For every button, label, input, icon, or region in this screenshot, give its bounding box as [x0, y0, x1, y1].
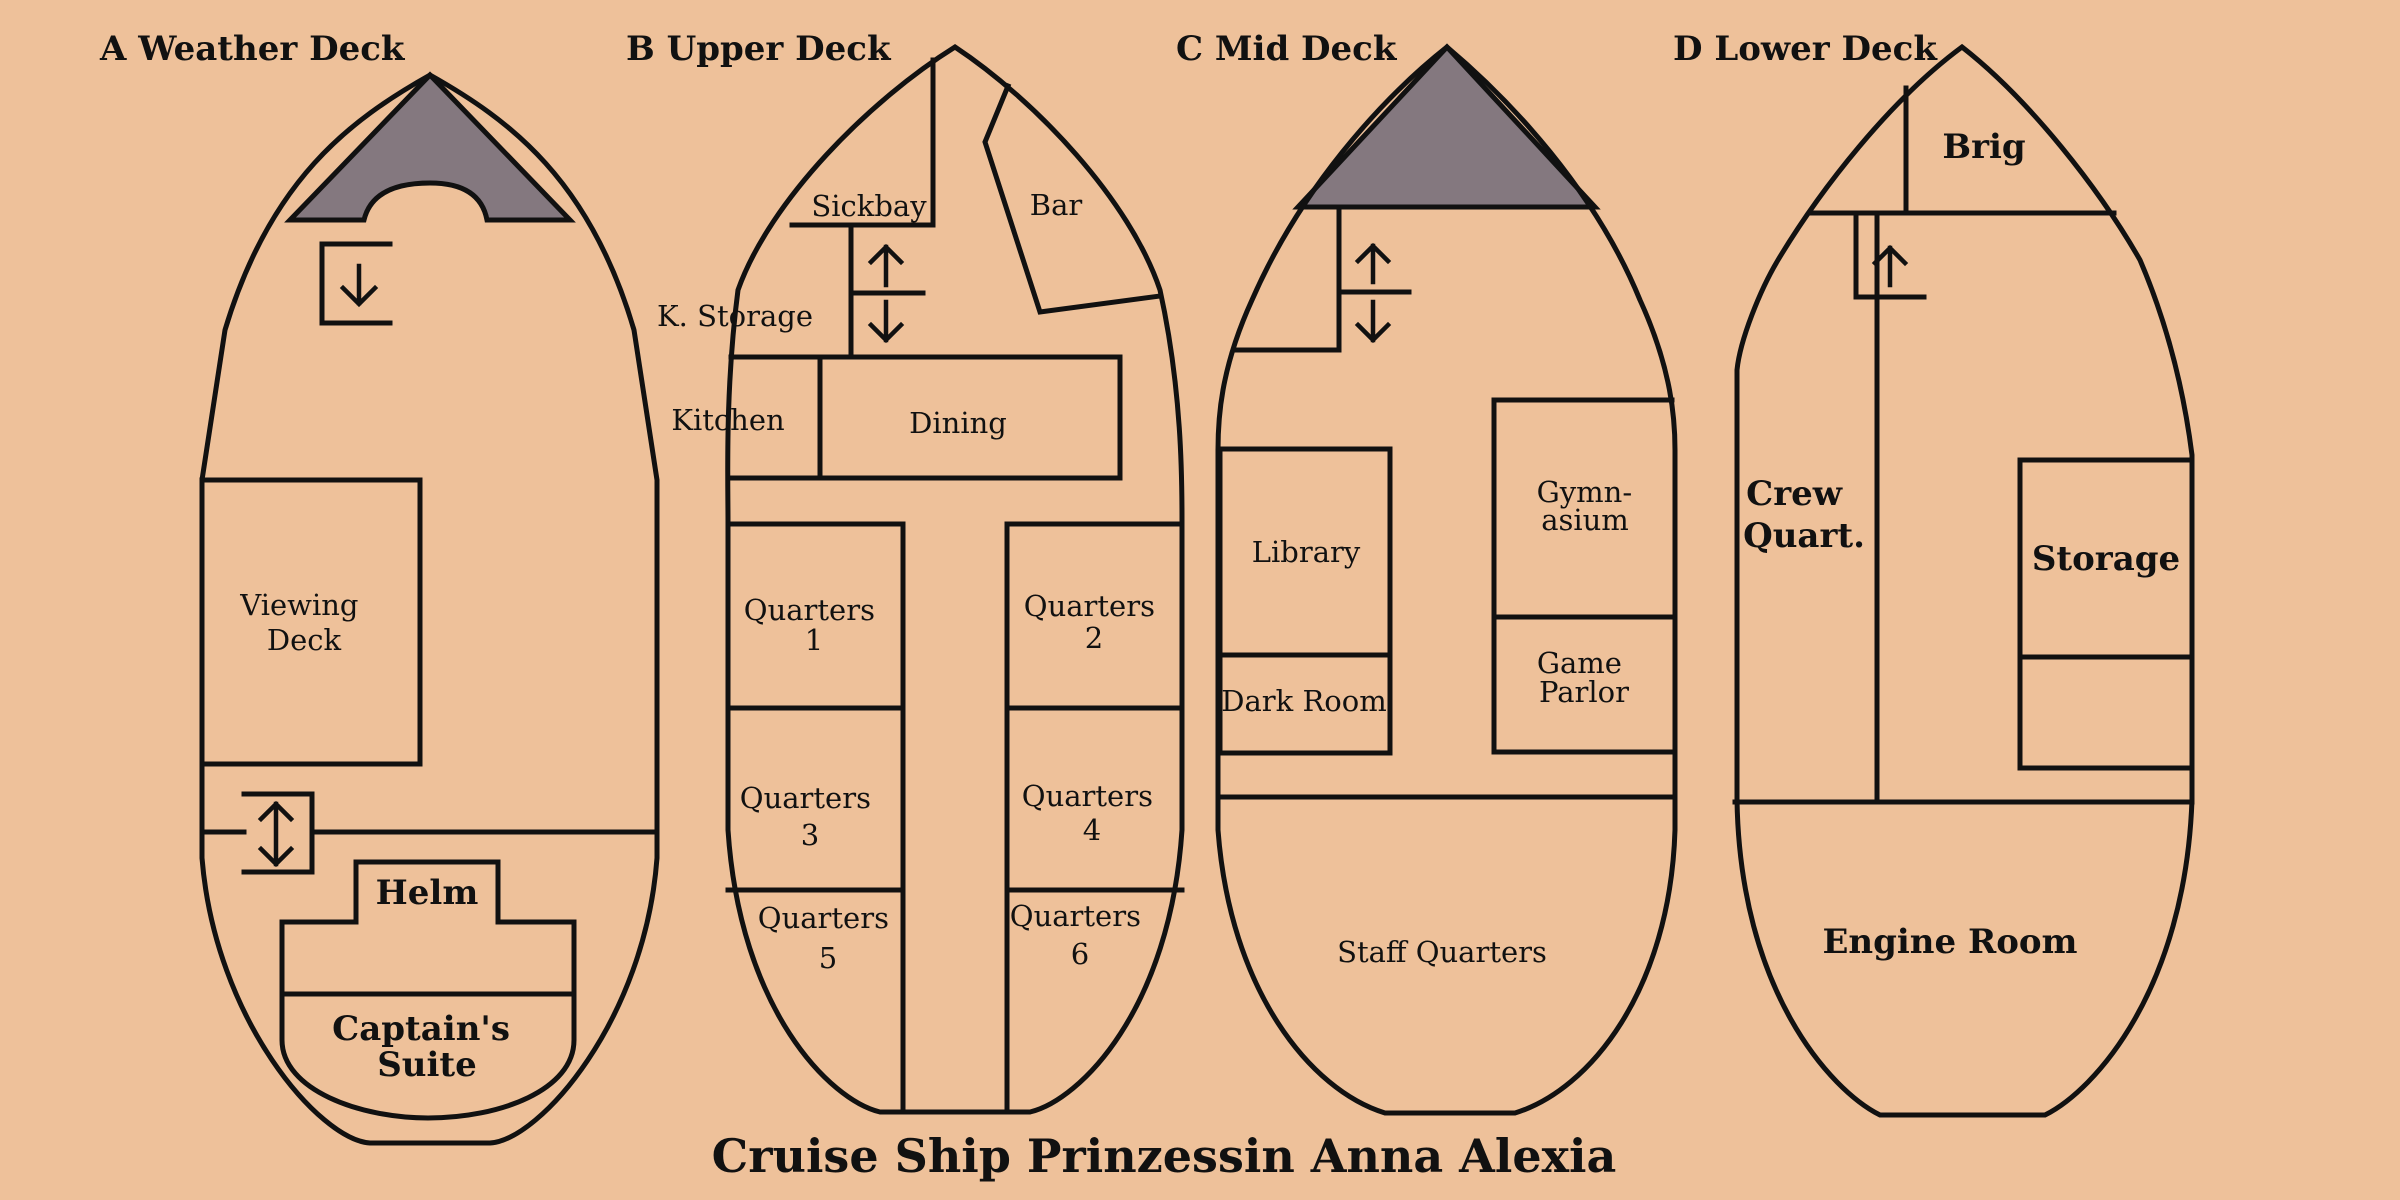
room-label-engine-room: Engine Room	[1822, 922, 2077, 962]
deck-b-label: B Upper Deck	[626, 29, 892, 69]
room-crew-quarters	[1732, 210, 2195, 805]
room-stair-area	[1231, 204, 1342, 353]
deck-c-mid: C Mid Deck Library Dark Room Gymn- asium…	[1176, 29, 1678, 1116]
stairs-up-down-icon	[848, 243, 926, 344]
room-label-bar: Bar	[1030, 188, 1083, 222]
deck-a-hull	[199, 72, 660, 1146]
room-label-quarters-3: Quarters 3	[740, 781, 880, 852]
room-label-quarters-5: Quarters 5	[758, 901, 898, 975]
stairs-up-down-icon	[1336, 242, 1412, 344]
stairs-down-icon	[319, 241, 393, 326]
room-label-quarters-1: Quarters 1	[744, 593, 884, 657]
deck-d-lower: D Lower Deck Brig Crew Quart. Storage En…	[1673, 29, 2195, 1118]
room-label-storage: Storage	[2032, 539, 2180, 579]
room-label-viewing-deck: Viewing Deck	[239, 588, 367, 657]
room-label-dining: Dining	[909, 406, 1007, 440]
room-label-captains-suite: Captain's Suite	[332, 1009, 522, 1085]
deck-c-label: C Mid Deck	[1176, 29, 1398, 69]
room-label-brig: Brig	[1942, 127, 2025, 167]
rooms-quarters-right	[1004, 521, 1185, 1115]
room-label-sickbay: Sickbay	[811, 189, 927, 223]
diagram-title: Cruise Ship Prinzessin Anna Alexia	[712, 1129, 1617, 1183]
room-label-gymnasium: Gymn- asium	[1537, 475, 1642, 537]
room-label-library: Library	[1252, 535, 1361, 569]
room-dark-room	[1217, 652, 1393, 756]
room-helm	[279, 859, 577, 997]
room-label-game-parlor: Game Parlor	[1537, 646, 1631, 709]
rooms-quarters-left	[725, 521, 906, 1115]
deck-c-bow-shaded	[1292, 43, 1601, 210]
deck-b-upper: B Upper Deck Sickbay Bar K. Storage Kitc…	[626, 29, 1185, 1115]
room-label-crew-quarters: Crew Quart.	[1743, 474, 1865, 556]
stairs-up-icon	[1853, 210, 1927, 300]
deck-a-weather: A Weather Deck Viewing Deck Helm Captain…	[99, 29, 660, 1146]
room-label-helm: Helm	[376, 873, 479, 913]
room-label-quarters-2: Quarters 2	[1024, 589, 1164, 655]
room-label-quarters-6: Quarters 6	[1010, 899, 1150, 971]
room-label-staff-quarters: Staff Quarters	[1337, 935, 1547, 969]
room-dining	[728, 354, 1123, 481]
deck-c-hull	[1215, 43, 1678, 1116]
room-sickbay	[789, 57, 936, 228]
room-label-quarters-4: Quarters 4	[1022, 779, 1162, 847]
rooms-gym-parlor	[1491, 397, 1675, 755]
room-bar	[982, 82, 1163, 315]
room-label-dark-room: Dark Room	[1221, 684, 1386, 718]
room-viewing-deck	[199, 477, 423, 767]
room-label-k-storage: K. Storage	[657, 299, 813, 333]
room-captains-suite	[279, 991, 577, 1121]
deck-d-hull	[1734, 43, 2195, 1118]
deck-a-label: A Weather Deck	[99, 29, 406, 69]
deck-a-bow-shaded	[284, 71, 576, 223]
deck-d-label: D Lower Deck	[1673, 29, 1938, 69]
room-label-kitchen: Kitchen	[671, 403, 784, 437]
room-brig	[1807, 85, 2117, 216]
deck-b-hull	[725, 44, 1185, 1115]
stairs-up-down-icon	[241, 791, 315, 875]
room-storage	[2017, 457, 2195, 771]
